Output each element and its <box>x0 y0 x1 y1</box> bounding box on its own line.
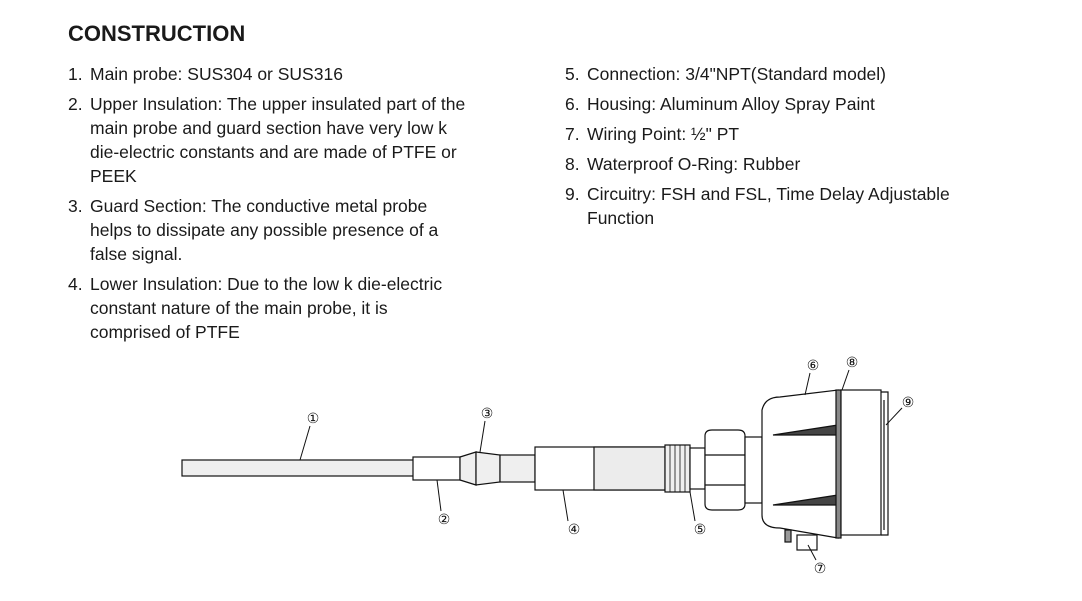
item-number: 5. <box>565 64 580 84</box>
npt-thread <box>664 444 691 493</box>
list-item: 8. Waterproof O-Ring: Rubber <box>565 152 1025 176</box>
thread-collar <box>689 447 706 490</box>
housing-neck <box>744 436 763 504</box>
list-item: 3. Guard Section: The conductive metal pr… <box>68 194 528 266</box>
callout-2: ② <box>438 512 451 528</box>
housing <box>761 389 839 539</box>
item-text: Wiring Point: ½" PT <box>587 124 740 144</box>
guard-neck <box>499 454 536 483</box>
item-number: 3. <box>68 196 83 216</box>
callout-6: ⑥ <box>807 358 820 374</box>
item-number: 1. <box>68 64 83 84</box>
item-text: Main probe: SUS304 or SUS316 <box>90 64 343 84</box>
list-item: 2. Upper Insulation: The upper insulated … <box>68 92 528 188</box>
thread-lines <box>669 445 686 492</box>
list-item: 4. Lower Insulation: Due to the low k die… <box>68 272 528 344</box>
list-item: 6. Housing: Aluminum Alloy Spray Paint <box>565 92 1025 116</box>
callout-8: ⑧ <box>846 355 859 371</box>
item-number: 2. <box>68 94 83 114</box>
construction-list-left: 1. Main probe: SUS304 or SUS316 2. Upper I… <box>68 62 528 350</box>
wiring-port <box>796 534 818 551</box>
callout-9: ⑨ <box>902 395 915 411</box>
callout-5: ⑤ <box>694 522 707 538</box>
item-text: Housing: Aluminum Alloy Spray Paint <box>587 94 875 114</box>
section-title: CONSTRUCTION <box>68 21 246 46</box>
cover-edge <box>881 391 889 536</box>
callout-1: ① <box>307 411 320 427</box>
list-item: 5. Connection: 3/4"NPT(Standard model) <box>565 62 1025 86</box>
main-probe <box>181 459 415 477</box>
guard-taper <box>459 451 477 486</box>
leader-lines <box>299 369 903 561</box>
guard-section <box>475 451 501 486</box>
item-text: Lower Insulation: Due to the low k die-e… <box>90 274 443 342</box>
item-number: 8. <box>565 154 580 174</box>
lower-insulation-shade <box>593 446 666 491</box>
hex-nut <box>704 429 746 511</box>
list-item: 7. Wiring Point: ½" PT <box>565 122 1025 146</box>
list-item: 9. Circuitry: FSH and FSL, Time Delay Adj… <box>565 182 1025 230</box>
callout-7: ⑦ <box>814 561 827 577</box>
o-ring <box>835 389 842 539</box>
housing-cover <box>840 389 882 536</box>
item-text: Waterproof O-Ring: Rubber <box>587 154 801 174</box>
item-number: 9. <box>565 184 580 204</box>
item-text: Connection: 3/4"NPT(Standard model) <box>587 64 887 84</box>
item-number: 4. <box>68 274 83 294</box>
callout-3: ③ <box>481 406 494 422</box>
upper-insulation <box>412 456 461 481</box>
list-item: 1. Main probe: SUS304 or SUS316 <box>68 62 528 86</box>
construction-list-right: 5. Connection: 3/4"NPT(Standard model) 6.… <box>565 62 1025 236</box>
item-text: Circuitry: FSH and FSL, Time Delay Adjus… <box>587 184 950 228</box>
item-number: 6. <box>565 94 580 114</box>
item-text: Guard Section: The conductive metal prob… <box>90 196 439 264</box>
wiring-bolt <box>784 529 792 543</box>
callout-4: ④ <box>568 522 581 538</box>
item-text: Upper Insulation: The upper insulated pa… <box>90 94 466 186</box>
item-number: 7. <box>565 124 580 144</box>
